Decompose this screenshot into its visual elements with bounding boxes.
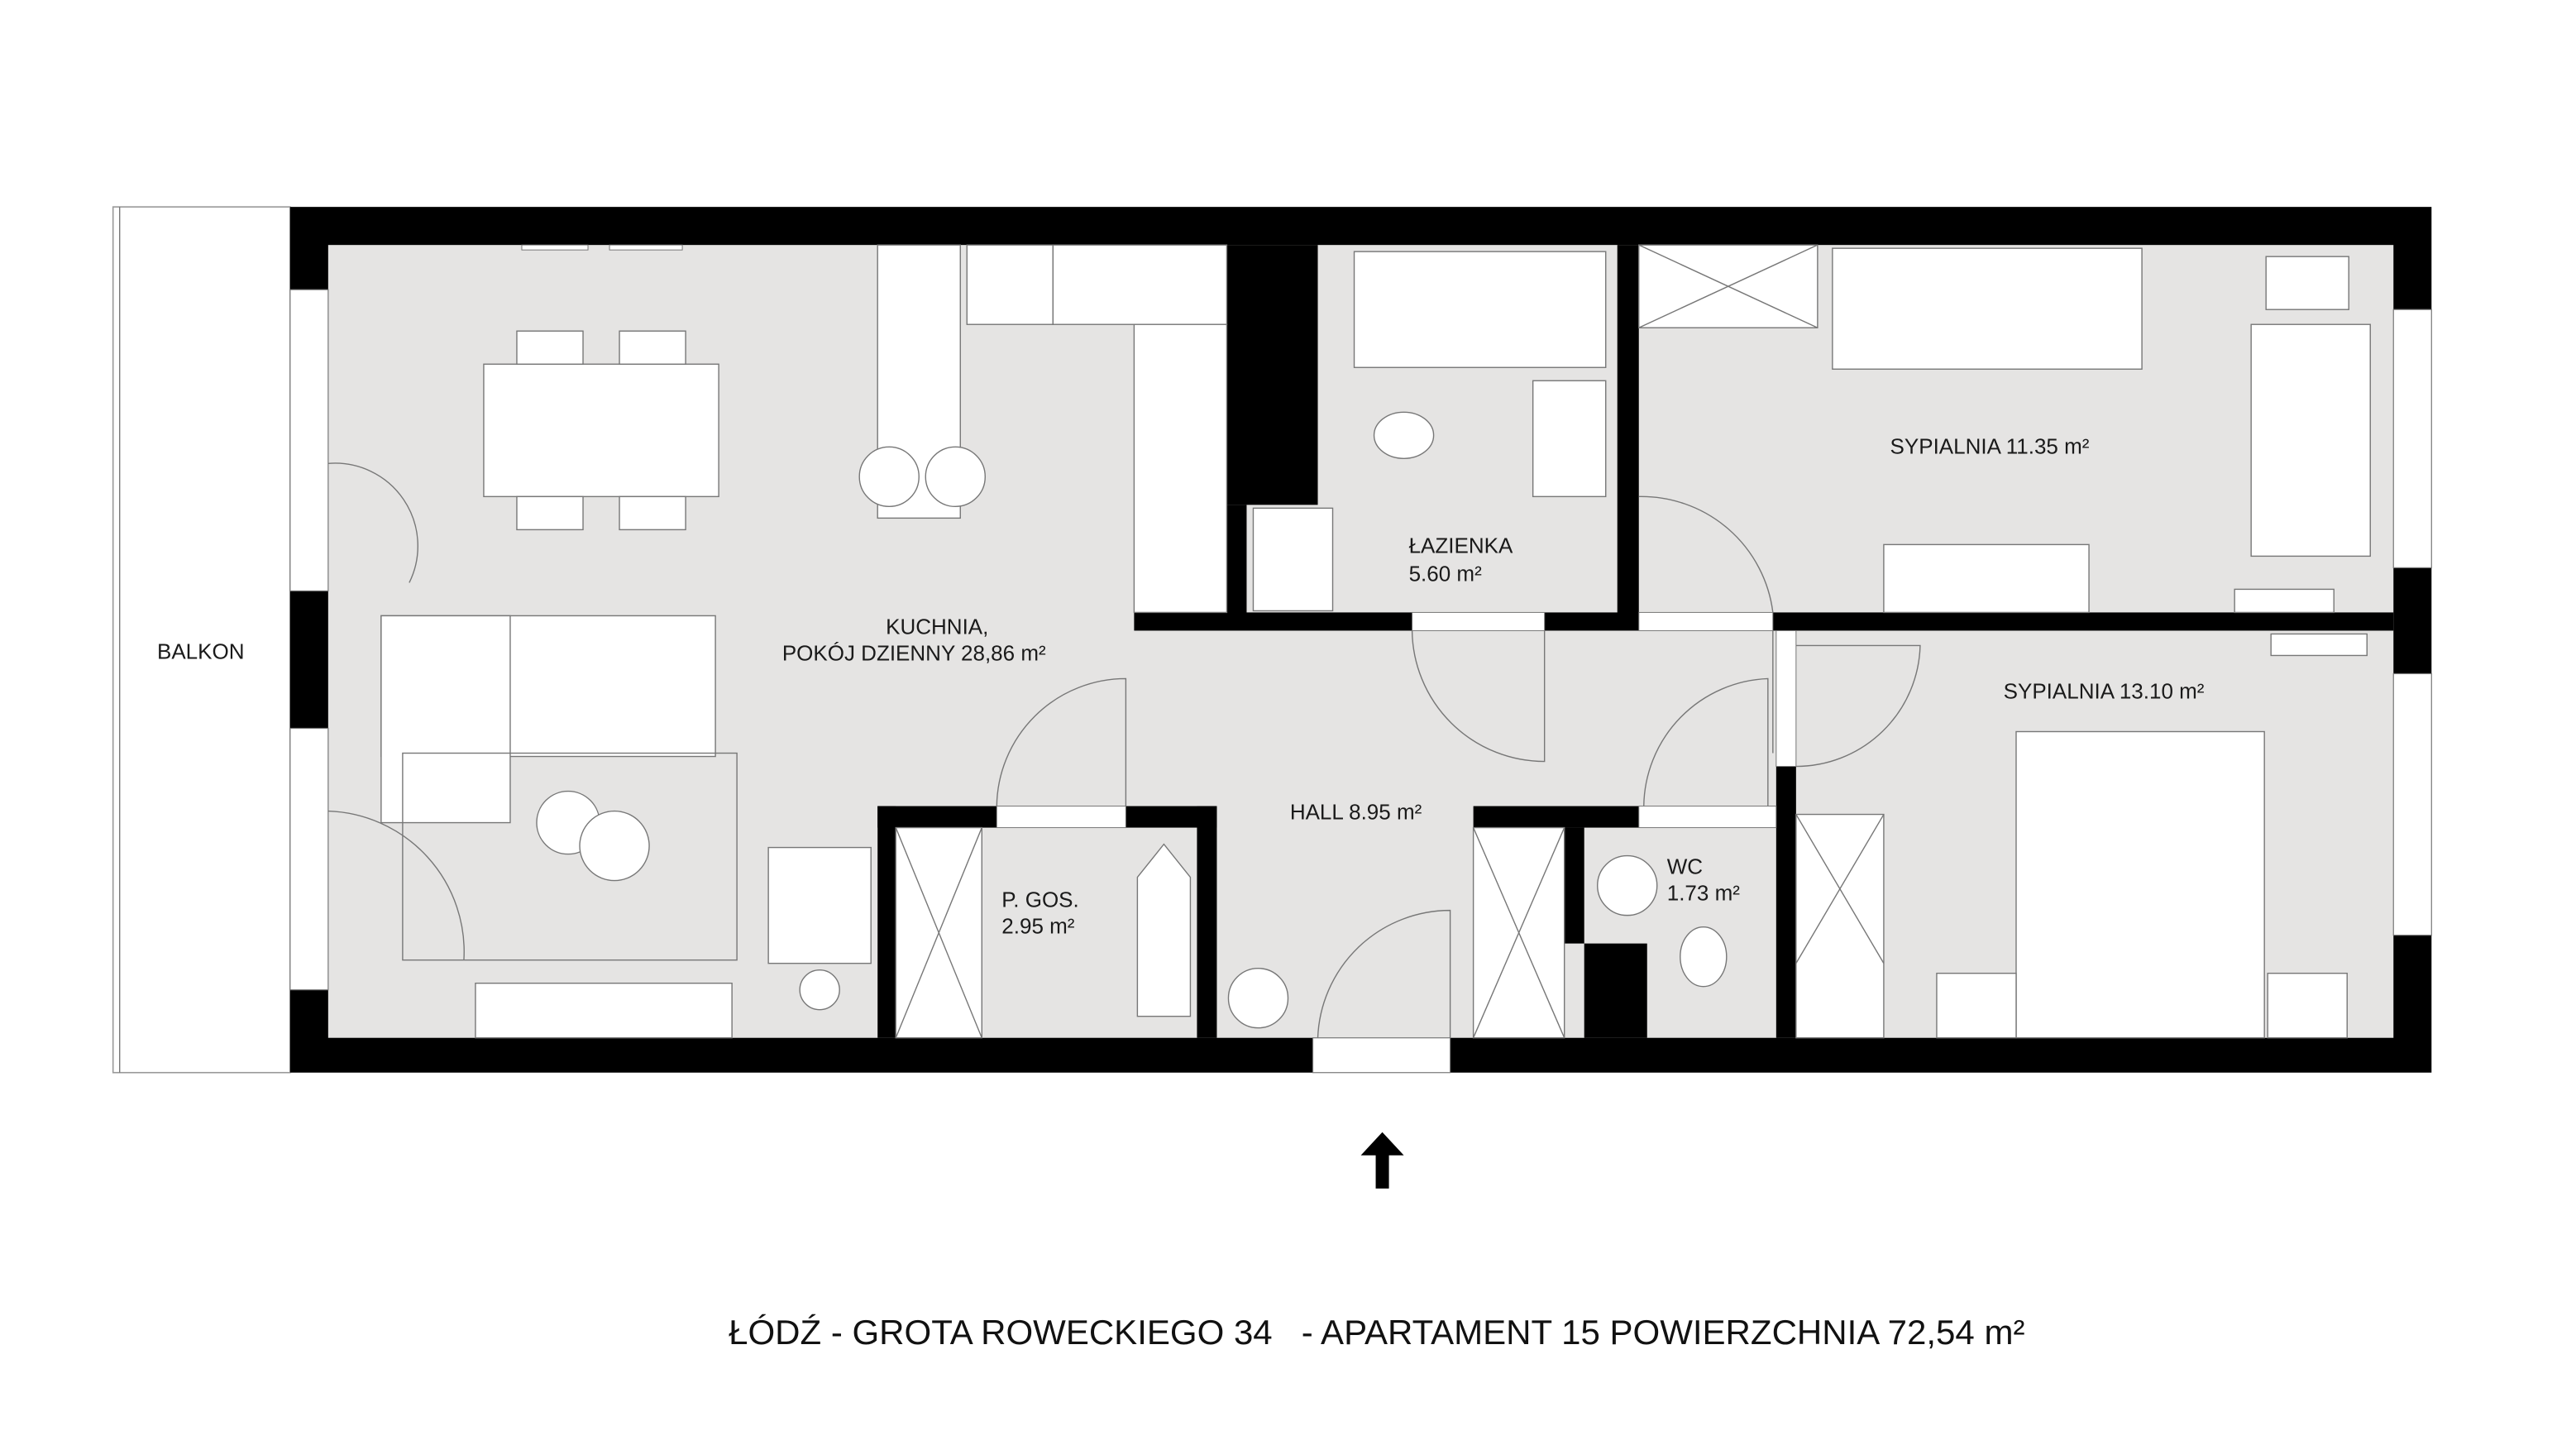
label-bedroom1: SYPIALNIA 11.35 m² [1890,433,2090,458]
arrow-up-icon [1360,1132,1404,1189]
doors[interactable] [327,462,1921,1038]
label-kitchen-2: POKÓJ DZIENNY 28,86 m² [782,640,1046,665]
label-hall: HALL 8.95 m² [1290,800,1422,825]
label-bathroom-name: ŁAZIENKA [1409,533,1513,558]
plan-title: ŁÓDŹ - GROTA ROWECKIEGO 34 - APARTAMENT … [729,1313,2024,1352]
label-wc-name: WC [1667,854,1703,879]
label-wc-area: 1.73 m² [1667,881,1740,906]
label-kitchen-1: KUCHNIA, [886,614,988,639]
label-bathroom-area: 5.60 m² [1409,561,1482,586]
entrance-door-opening[interactable] [1312,1037,1451,1074]
furniture [380,244,2371,1039]
interior-walls [877,245,2394,1038]
label-storage-area: 2.95 m² [1001,914,1074,939]
balcony [112,206,291,1074]
label-storage-name: P. GOS. [1001,888,1078,912]
label-balkon: BALKON [157,639,244,663]
windows [289,244,2432,991]
label-bedroom2: SYPIALNIA 13.10 m² [2004,678,2205,703]
